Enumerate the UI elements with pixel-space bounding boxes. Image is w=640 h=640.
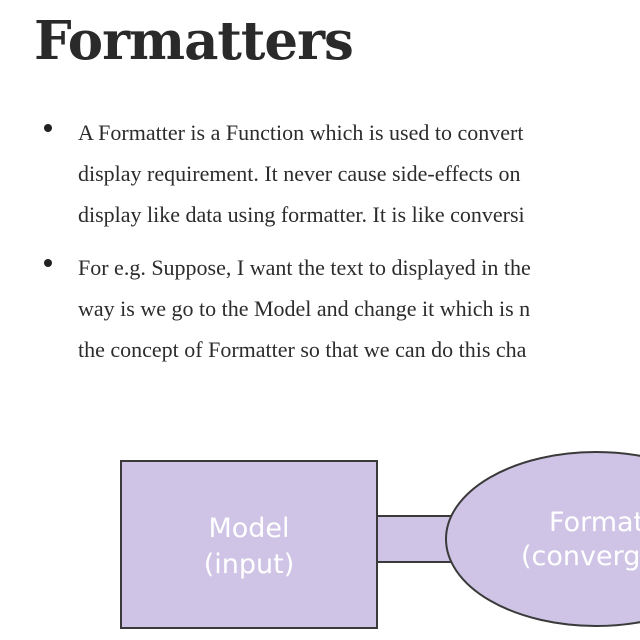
diagram-model-label: Model xyxy=(208,513,289,544)
bullet-dot-icon xyxy=(44,259,52,267)
diagram-connector xyxy=(375,515,457,563)
diagram-model-sublabel: (input) xyxy=(204,549,295,580)
bullet-line: display like data using formatter. It is… xyxy=(78,202,525,227)
bullet-line: the concept of Formatter so that we can … xyxy=(78,337,527,362)
diagram-formatter-label: Formatt xyxy=(549,507,640,538)
bullet-line: For e.g. Suppose, I want the text to dis… xyxy=(78,255,531,280)
diagram-formatter-ellipse xyxy=(445,451,640,627)
bullet-item-formatter-example: For e.g. Suppose, I want the text to dis… xyxy=(0,247,640,370)
bullet-list: A Formatter is a Function which is used … xyxy=(0,112,640,382)
model-formatter-diagram: Model (input) Formatt (converge xyxy=(120,451,640,629)
bullet-item-formatter-definition: A Formatter is a Function which is used … xyxy=(0,112,640,235)
bullet-line: display requirement. It never cause side… xyxy=(78,161,521,186)
bullet-line: way is we go to the Model and change it … xyxy=(78,296,531,321)
diagram-formatter-sublabel: (converge xyxy=(521,541,640,572)
bullet-line: A Formatter is a Function which is used … xyxy=(78,120,524,145)
diagram-model-box xyxy=(120,460,378,629)
bullet-dot-icon xyxy=(44,124,52,132)
page-title: Formatters xyxy=(34,10,354,72)
